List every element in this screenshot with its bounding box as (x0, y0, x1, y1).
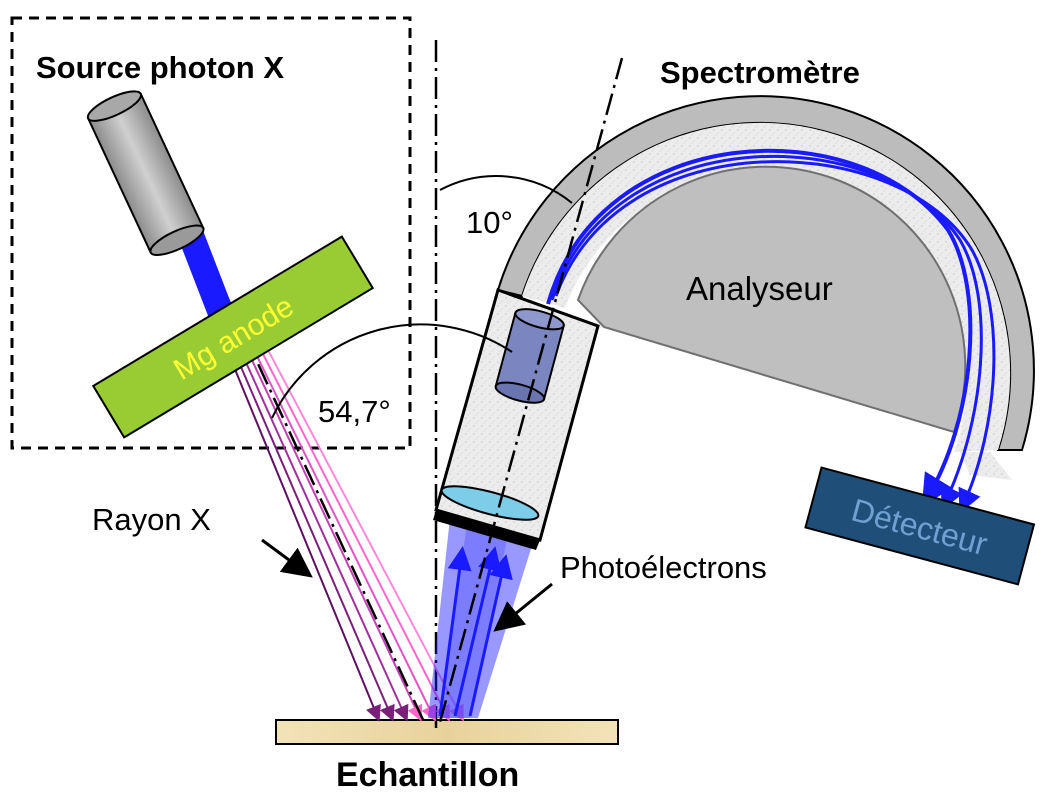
electron-trajectories (546, 148, 996, 514)
angle-arc-54 (271, 323, 513, 419)
photoelectron-cone (428, 500, 540, 718)
photoelectron-pointer-arrow (493, 582, 553, 632)
source-frame (10, 16, 412, 450)
angle-label-54: 54,7° (318, 394, 391, 429)
detector: Détecteur (804, 466, 1036, 586)
analyser-body (576, 165, 967, 434)
xray-pointer-arrow (261, 538, 313, 578)
lens-icon (440, 485, 540, 521)
sample-plate (275, 719, 619, 745)
xray-label: Rayon X (92, 502, 211, 537)
xray-tube-icon (86, 90, 205, 256)
source-title: Source photon X (36, 50, 284, 85)
sample-label: Echantillon (336, 756, 519, 794)
spectrometer-axis-line (438, 57, 624, 723)
tube-beam (178, 228, 236, 326)
angle-label-10: 10° (466, 205, 513, 240)
analyser-label: Analyseur (686, 270, 833, 307)
angle-arc-10 (439, 175, 573, 204)
xray-beam (231, 349, 464, 722)
spectrometer (433, 95, 1035, 550)
photoelectron-label: Photoélectrons (560, 550, 767, 585)
spectrometer-title: Spectromètre (660, 55, 860, 90)
entrance-cylinder (494, 308, 565, 404)
